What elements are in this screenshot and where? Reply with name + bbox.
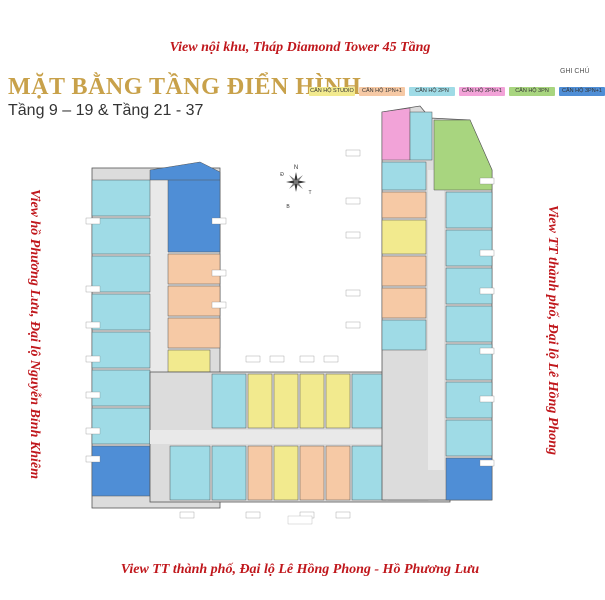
apartment-unit <box>91 255 151 293</box>
unit-tags <box>85 149 495 519</box>
apartment-unit <box>445 267 493 305</box>
apartment-unit <box>445 419 493 457</box>
legend-studio: CĂN HỘ STUDIO <box>309 87 355 96</box>
apartment-unit <box>169 445 211 501</box>
apartment-unit <box>167 169 221 253</box>
page-title: MẶT BẰNG TẦNG ĐIỂN HÌNH <box>8 74 362 100</box>
apartment-unit <box>381 319 427 351</box>
left-view-caption: View hồ Phương Lưu, Đại lộ Nguyễn Bỉnh K… <box>27 189 42 479</box>
right-view-caption: View TT thành phố, Đại lộ Lê Hồng Phong <box>545 204 560 456</box>
compass-n: N <box>294 165 298 171</box>
apartment-unit <box>445 229 493 267</box>
apartment-unit <box>91 179 151 217</box>
apartment-unit <box>381 107 411 161</box>
apartment-unit <box>351 373 387 429</box>
apartment-unit <box>325 373 351 429</box>
apartment-unit <box>325 445 351 501</box>
legend-title: GHI CHÚ <box>560 68 590 75</box>
legend-3pn: CĂN HỘ 3PN <box>509 87 555 96</box>
legend-1pn-plus-1: CĂN HỘ 1PN+1 <box>359 87 405 96</box>
apartment-unit <box>167 285 221 317</box>
entrance-marker <box>287 515 313 525</box>
apartment-unit <box>299 373 325 429</box>
apartment-unit <box>299 445 325 501</box>
top-view-caption: View nội khu, Tháp Diamond Tower 45 Tầng <box>169 40 431 55</box>
compass-t: T <box>308 190 311 196</box>
right-wing <box>381 105 493 501</box>
compass-d: Đ <box>280 172 284 178</box>
apartment-unit <box>91 331 151 369</box>
apartment-unit <box>381 287 427 319</box>
apartment-unit <box>91 293 151 331</box>
apartment-unit <box>91 369 151 407</box>
apartment-unit <box>211 373 247 429</box>
apartment-unit <box>247 373 273 429</box>
apartment-unit <box>91 445 151 497</box>
apartment-unit <box>211 445 247 501</box>
apartment-unit <box>445 305 493 343</box>
apartment-unit <box>273 373 299 429</box>
legend-2pn-plus-1: CĂN HỘ 2PN+1 <box>459 87 505 96</box>
bottom-view-caption: View TT thành phố, Đại lộ Lê Hồng Phong … <box>120 562 480 577</box>
apartment-unit <box>149 161 221 181</box>
apartment-unit <box>409 111 433 161</box>
apartment-unit <box>351 445 387 501</box>
apartment-unit <box>445 191 493 229</box>
apartment-unit <box>381 161 427 191</box>
apartment-unit <box>381 219 427 255</box>
compass-b: B <box>286 204 290 210</box>
legend-2pn: CĂN HỘ 2PN <box>409 87 455 96</box>
apartment-unit <box>91 217 151 255</box>
apartment-unit <box>273 445 299 501</box>
compass-icon: N Đ T B <box>280 165 311 210</box>
apartment-unit <box>167 253 221 285</box>
apartment-unit <box>381 191 427 219</box>
apartment-unit <box>381 255 427 287</box>
bottom-wing <box>149 371 451 503</box>
legend: CĂN HỘ STUDIO CĂN HỘ 1PN+1 CĂN HỘ 2PN CĂ… <box>309 87 605 96</box>
floor-range: Tầng 9 – 19 & Tầng 21 - 37 <box>8 102 204 119</box>
apartment-unit <box>167 317 221 349</box>
apartment-unit <box>167 349 211 373</box>
legend-3pn-plus-1: CĂN HỘ 3PN+1 <box>559 87 605 96</box>
apartment-unit <box>247 445 273 501</box>
apartment-unit <box>91 407 151 445</box>
